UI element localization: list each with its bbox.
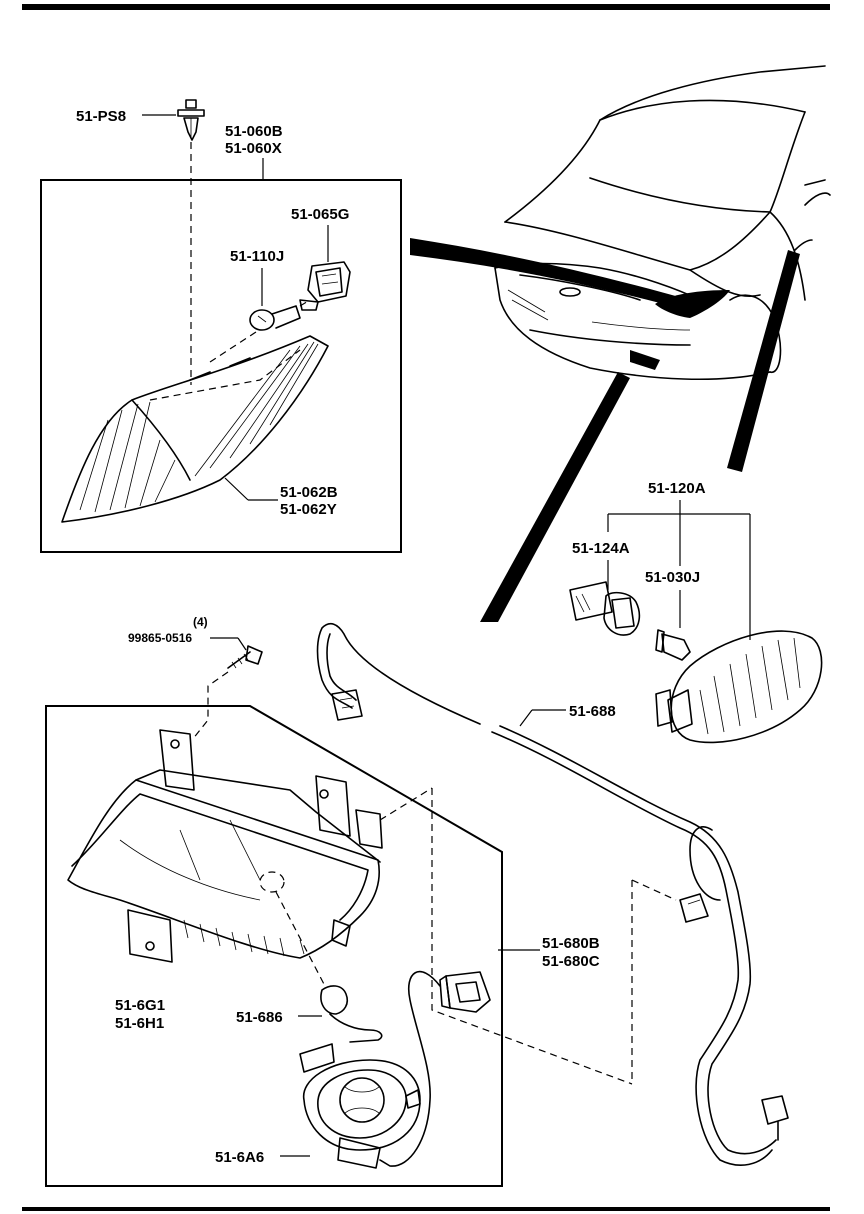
screw-part xyxy=(227,645,263,669)
side-marker-lamp-part xyxy=(655,630,823,744)
clip-part xyxy=(177,99,205,141)
label-corner-lamp-x: 51-060X xyxy=(225,140,282,157)
fog-lamp-box xyxy=(45,705,503,1187)
label-bracket-g1: 51-6G1 xyxy=(115,997,165,1014)
harness-connector-right xyxy=(679,893,709,923)
top-border xyxy=(22,4,830,10)
fog-bulb-part xyxy=(320,985,383,1043)
pointer-corner-lamp xyxy=(410,238,690,310)
label-harness: 51-688 xyxy=(569,703,616,720)
corner-lens-part xyxy=(61,335,329,523)
side-socket-part xyxy=(569,581,641,636)
pointer-side-lamp xyxy=(727,250,800,472)
fog-lamp-connector-part xyxy=(439,971,491,1013)
label-socket-065g: 51-065G xyxy=(291,206,349,223)
side-bulb-part xyxy=(655,629,691,661)
fog-lamp-housing-part xyxy=(67,729,383,963)
label-socket-124a: 51-124A xyxy=(572,540,630,557)
label-corner-lamp-b: 51-060B xyxy=(225,123,283,140)
fog-lamp-cover-part xyxy=(299,1043,421,1169)
socket-part xyxy=(299,261,351,311)
wiring-harness-part xyxy=(316,622,789,1166)
label-side-lamp: 51-120A xyxy=(648,480,706,497)
label-ps8: 51-PS8 xyxy=(76,108,126,125)
label-fog-lamp-c: 51-680C xyxy=(542,953,600,970)
label-screw: 99865-0516 xyxy=(128,631,192,645)
vehicle-illustration xyxy=(494,65,831,381)
harness-connector-left xyxy=(331,689,363,721)
label-bracket-h1: 51-6H1 xyxy=(115,1015,164,1032)
label-lens-y: 51-062Y xyxy=(280,501,337,518)
corner-lamp-box xyxy=(40,179,402,553)
bottom-border xyxy=(22,1207,830,1211)
label-cover-6a6: 51-6A6 xyxy=(215,1149,264,1166)
label-bulb-110j: 51-110J xyxy=(230,248,284,265)
pointer-fog-lamp xyxy=(480,372,630,622)
label-bulb-030j: 51-030J xyxy=(645,569,700,586)
label-lens-b: 51-062B xyxy=(280,484,338,501)
label-screw-qty: (4) xyxy=(193,615,208,629)
label-fog-lamp-b: 51-680B xyxy=(542,935,600,952)
label-bulb-686: 51-686 xyxy=(236,1009,283,1026)
bulb-part xyxy=(249,305,301,331)
